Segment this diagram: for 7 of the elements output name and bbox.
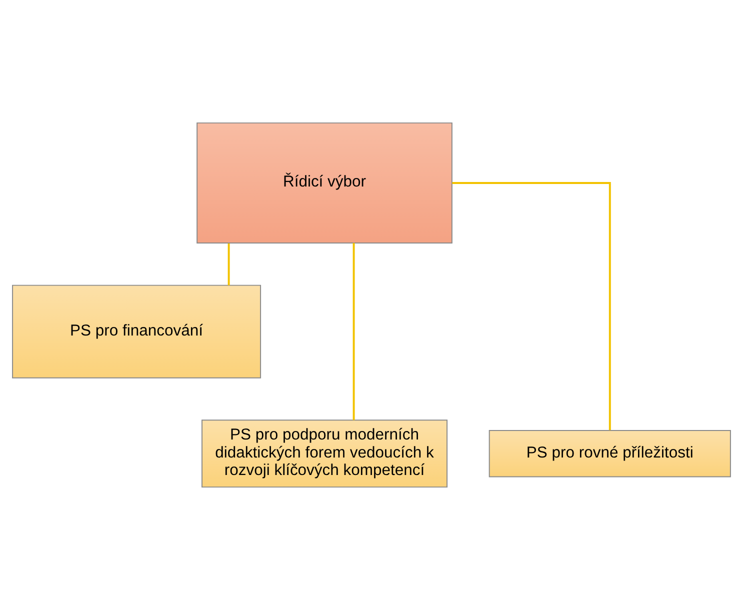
node-box: PS pro podporu moderních didaktických forem vedoucích k rozvoji klíčových kompetencí — [202, 420, 448, 488]
node-box: PS pro rovné příležitosti — [488, 430, 731, 478]
connector — [452, 182, 611, 430]
node-box: Řídicí výbor — [196, 122, 452, 244]
connector — [352, 243, 355, 420]
connector — [228, 243, 230, 286]
node-box: PS pro financování — [12, 284, 262, 378]
